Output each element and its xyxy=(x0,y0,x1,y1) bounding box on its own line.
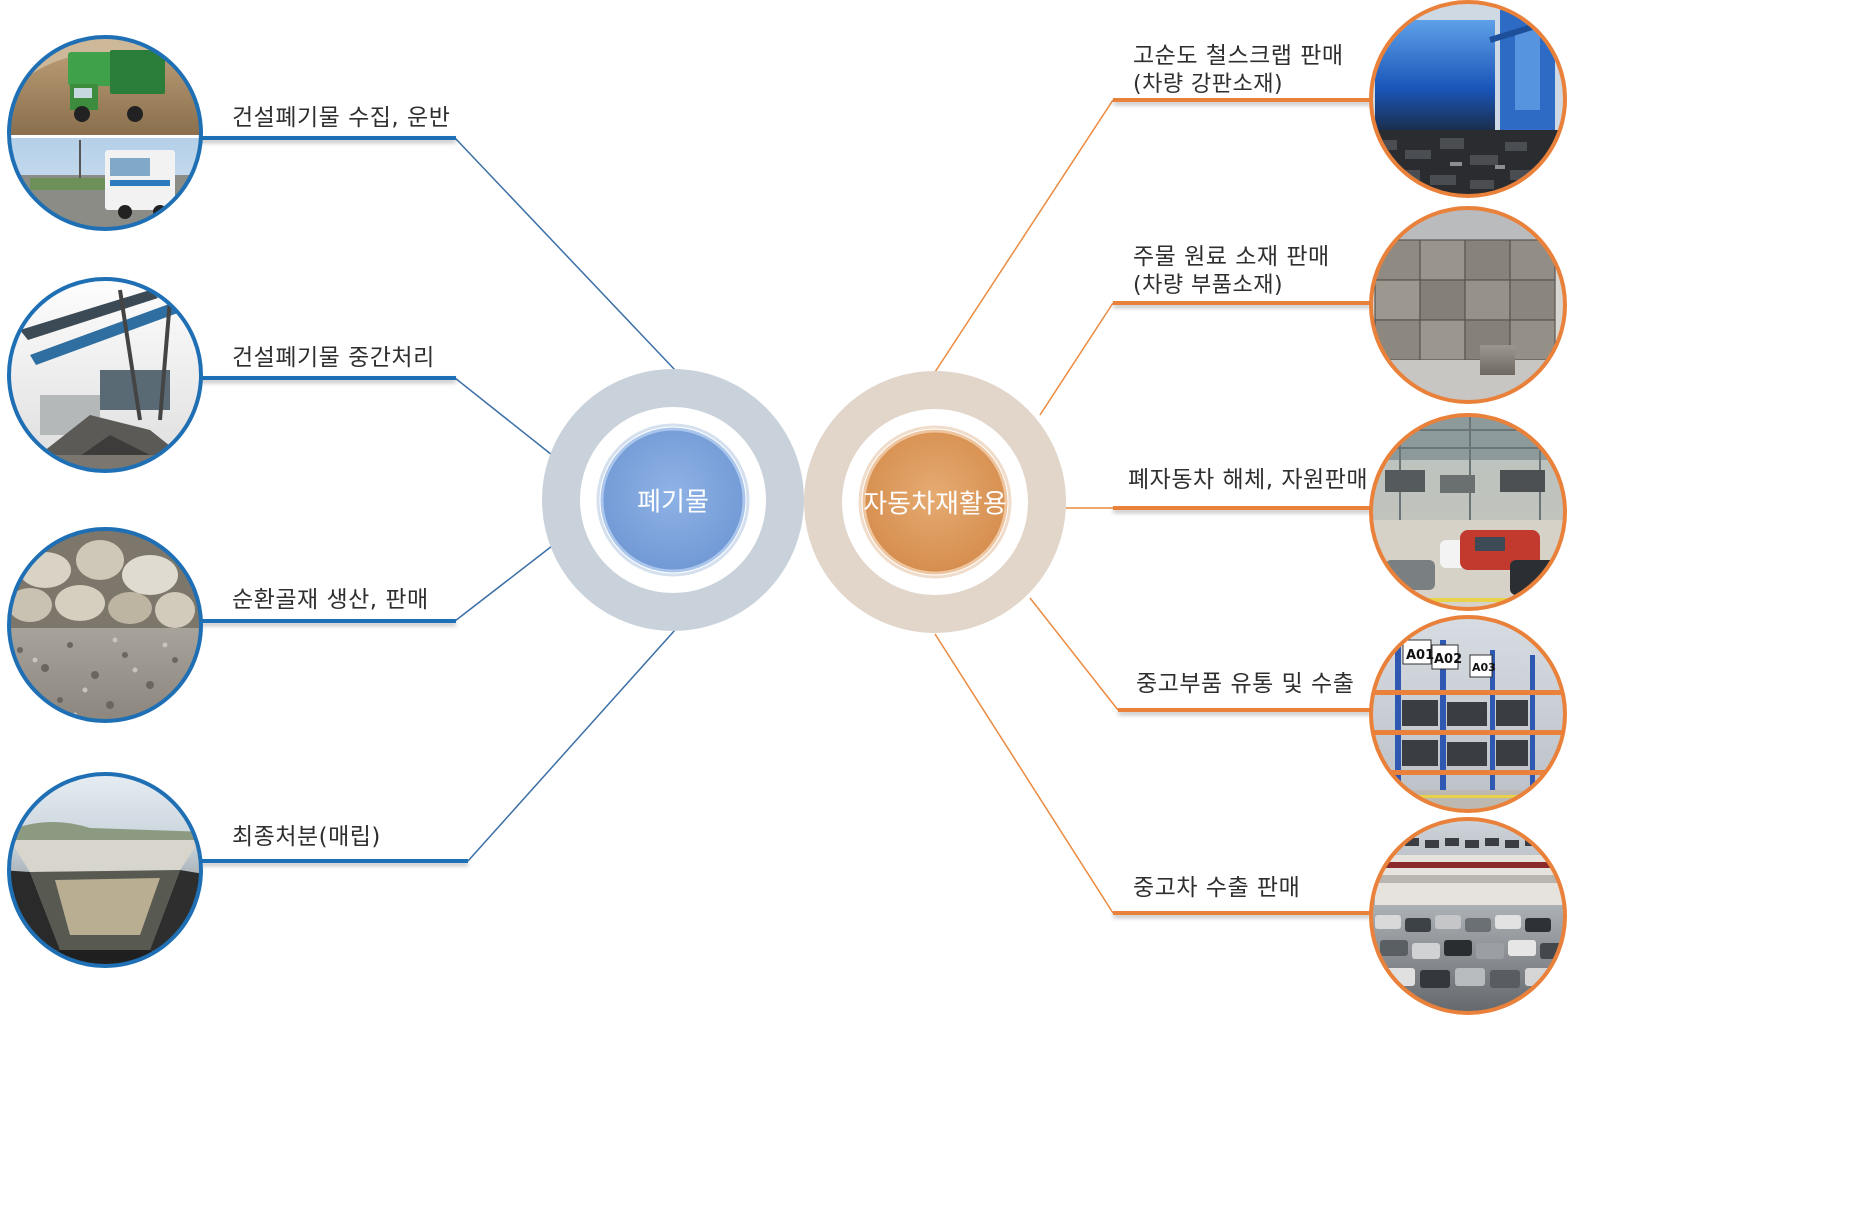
right-item-label: 중고차 수출 판매 xyxy=(1133,875,1301,901)
right-item-label: 주물 원료 소재 판매 (차량 부품소재) xyxy=(1133,242,1330,300)
right-item-subtitle: (차량 부품소재) xyxy=(1133,273,1284,298)
right-item-title: 주물 원료 소재 판매 xyxy=(1133,244,1330,270)
right-item-subtitle: (차량 강판소재) xyxy=(1133,72,1284,97)
photo-shredder-plant xyxy=(1369,0,1567,198)
hub-recycle xyxy=(804,371,1066,633)
left-item-label: 최종처분(매립) xyxy=(232,824,381,850)
photo-dismantling-shop xyxy=(1369,413,1567,611)
photo-crusher-plant xyxy=(7,277,203,473)
connector-line xyxy=(454,545,553,622)
connector-line xyxy=(467,629,676,862)
right-item-label: 폐자동차 해체, 자원판매 xyxy=(1128,467,1369,493)
connector-line xyxy=(454,377,553,456)
connector-line xyxy=(934,99,1114,373)
label-underline xyxy=(1113,98,1371,102)
connector-line xyxy=(1039,302,1114,416)
label-underline xyxy=(199,619,456,623)
connector-line xyxy=(934,633,1114,914)
hub-recycle-label: 자동차재활용 xyxy=(863,489,1007,520)
right-item-label: 고순도 철스크랩 판매 (차량 강판소재) xyxy=(1133,41,1344,99)
label-underline xyxy=(1113,301,1371,305)
connector-line xyxy=(1029,597,1119,711)
connector-line xyxy=(454,137,676,371)
label-underline xyxy=(199,376,456,380)
label-underline xyxy=(199,136,456,140)
label-underline xyxy=(1118,708,1371,712)
left-item-label: 순환골재 생산, 판매 xyxy=(232,587,429,613)
left-underlines xyxy=(199,136,468,863)
hub-waste xyxy=(542,369,804,631)
svg-text:A01: A01 xyxy=(1406,648,1434,663)
photo-landfill xyxy=(7,772,203,968)
left-item-label: 건설폐기물 수집, 운반 xyxy=(232,105,451,131)
left-item-label: 건설폐기물 중간처리 xyxy=(232,345,435,371)
label-underline xyxy=(1113,911,1371,915)
right-item-label: 중고부품 유통 및 수출 xyxy=(1136,671,1355,697)
label-underline xyxy=(199,859,468,863)
photo-used-car-lot xyxy=(1369,817,1567,1015)
svg-text:A03: A03 xyxy=(1472,661,1496,674)
photo-parts-warehouse: A01 A02 A03 xyxy=(1369,615,1567,813)
photo-aggregate xyxy=(7,527,203,723)
photo-trucks xyxy=(7,35,203,231)
left-connectors xyxy=(454,137,676,862)
label-underline xyxy=(1113,506,1371,510)
right-underlines xyxy=(1113,98,1371,915)
hub-waste-label: 폐기물 xyxy=(637,487,709,518)
svg-text:A02: A02 xyxy=(1434,652,1462,667)
photo-scrap-bales xyxy=(1369,206,1567,404)
right-item-title: 고순도 철스크랩 판매 xyxy=(1133,43,1344,69)
right-connectors xyxy=(934,99,1119,914)
